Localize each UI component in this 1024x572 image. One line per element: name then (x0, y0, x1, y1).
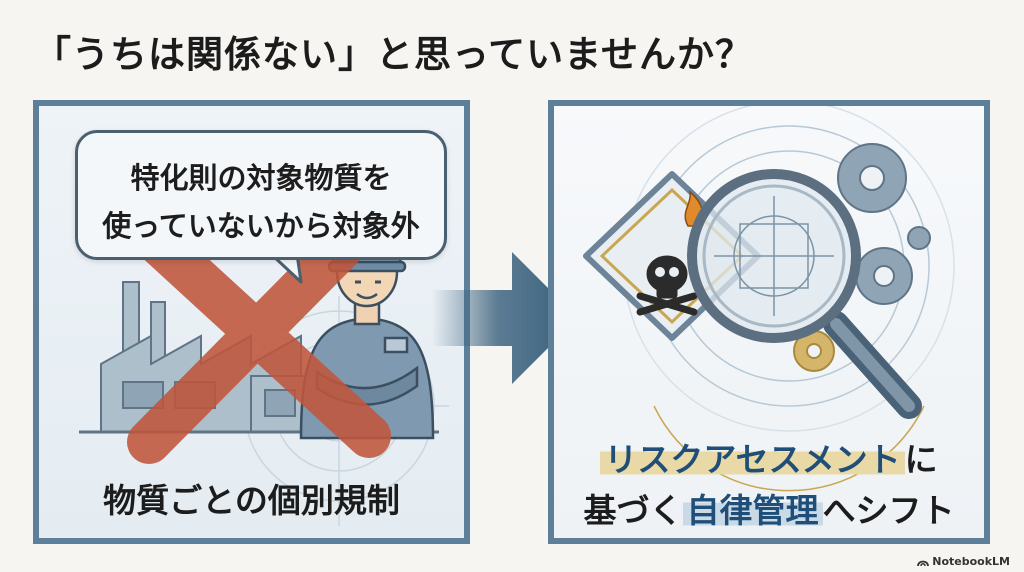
magnifying-glass-icon (687, 169, 922, 419)
right-panel: リスクアセスメントに 基づく自律管理へシフト (548, 100, 990, 544)
bubble-line-2: 使っていないから対象外 (102, 209, 420, 243)
caption-prefix: 基づく (583, 491, 683, 530)
right-caption-line-2: 基づく自律管理へシフト (554, 484, 984, 532)
cross-mark-icon (127, 210, 391, 464)
left-illustration (79, 210, 449, 526)
risk-assessment-highlight: リスクアセスメント (600, 440, 905, 479)
left-caption: 物質ごとの個別規制 (103, 481, 400, 520)
caption-suffix: に (904, 440, 938, 479)
autonomous-management-highlight: 自律管理 (682, 491, 823, 530)
bubble-line-1: 特化則の対象物質を (130, 161, 392, 195)
headline: 「うちは関係ない」と思っていませんか？ (34, 33, 754, 76)
right-illustration (583, 106, 955, 492)
left-panel: 特化則の対象物質を 使っていないから対象外 物質ごとの個別規制 (33, 100, 470, 544)
right-caption-line-1: リスクアセスメントに (554, 433, 984, 481)
skull-crossbones-icon (636, 255, 698, 316)
notebooklm-logo-icon (917, 560, 930, 566)
watermark-text: NotebookLM (932, 555, 1010, 568)
speech-bubble: 特化則の対象物質を 使っていないから対象外 (75, 130, 447, 260)
caption-postfix: へシフト (822, 491, 955, 530)
arrow-right-icon (432, 252, 578, 384)
gear-icon (837, 143, 931, 305)
notebooklm-watermark: NotebookLM (917, 555, 1010, 568)
